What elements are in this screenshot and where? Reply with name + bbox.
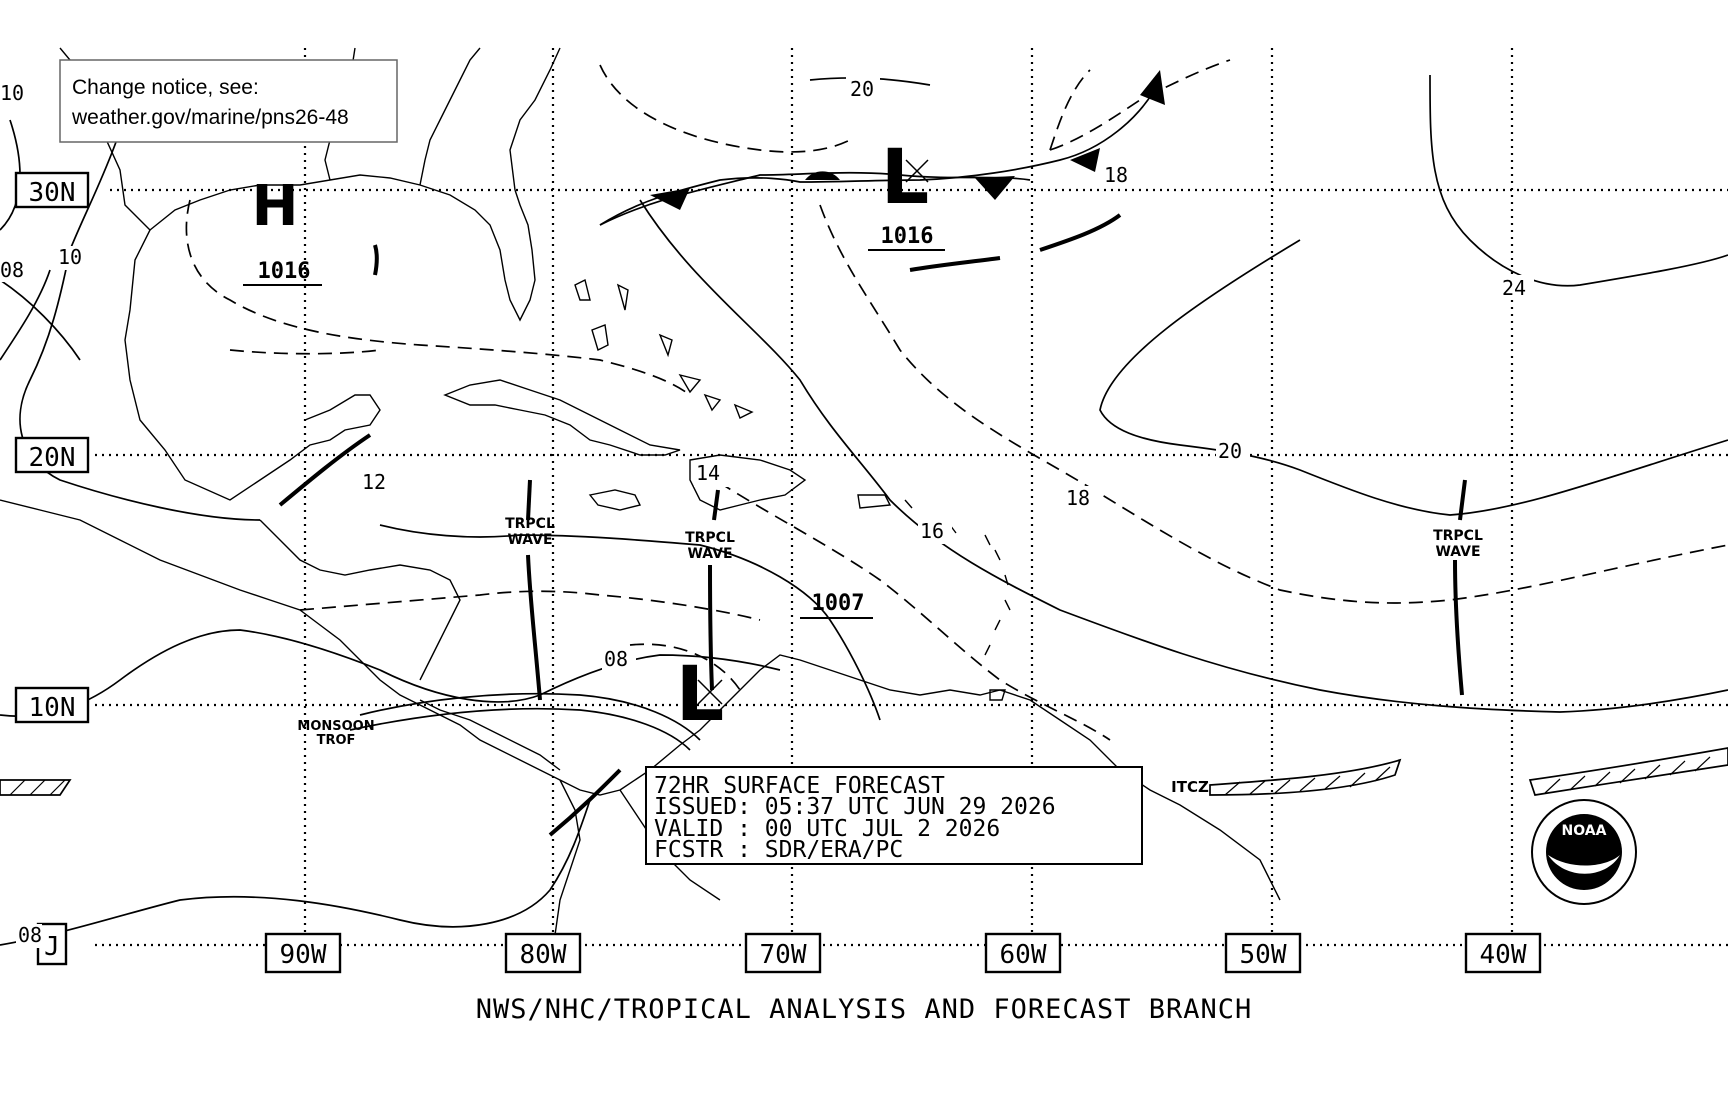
tropical-waves [278, 433, 1467, 837]
isobar-label: 18 [1066, 486, 1090, 510]
noaa-logo-text: NOAA [1562, 823, 1607, 839]
notice-line-1: Change notice, see: [72, 76, 259, 99]
corner-mark: J [44, 932, 60, 962]
isobar-label: 20 [1218, 439, 1242, 463]
forecast-info-box: 72HR SURFACE FORECAST ISSUED: 05:37 UTC … [645, 766, 1143, 865]
isobar-label: 18 [1104, 163, 1128, 187]
lat-label-30n: 30N [29, 178, 76, 208]
lat-label-10n: 10N [29, 693, 76, 723]
isobar-label: 24 [1502, 276, 1526, 300]
noaa-logo: NOAA [1531, 799, 1637, 905]
lon-label-40w: 40W [1480, 940, 1527, 970]
isobar-labels: 10 08 10 20 18 24 20 18 16 14 12 08 08 [0, 76, 1534, 948]
change-notice[interactable]: Change notice, see: weather.gov/marine/p… [59, 59, 398, 143]
wave-label-line1: TRPCL [1433, 528, 1483, 544]
low-pressure-symbol: L [676, 649, 724, 738]
monsoon-label-line2: TROF [317, 733, 356, 748]
lon-label-80w: 80W [520, 940, 567, 970]
isobar-label: 08 [604, 647, 628, 671]
wave-label-line1: TRPCL [685, 530, 735, 546]
lon-label-50w: 50W [1240, 940, 1287, 970]
graticule [95, 48, 1728, 947]
isobar-label: 10 [0, 81, 24, 105]
isobar-label: 10 [58, 245, 82, 269]
latitude-labels: 30N 20N 10N [14, 171, 90, 724]
low-pressure-value: 1016 [881, 224, 934, 249]
isobar-label: 08 [0, 258, 24, 282]
isobars [0, 59, 1728, 946]
isobar-label: 12 [362, 470, 386, 494]
forecast-forecaster: FCSTR : SDR/ERA/PC [654, 837, 903, 863]
low-pressure-value: 1007 [812, 591, 865, 616]
coastlines [0, 47, 1281, 936]
high-pressure-value: 1016 [258, 259, 311, 284]
pressure-centers: H 1016 L 1016 L 1007 [243, 132, 945, 738]
itcz-label: ITCZ [1171, 778, 1209, 796]
wave-label-line2: WAVE [507, 532, 552, 548]
forecast-issued: ISSUED: 05:37 UTC JUN 29 2026 [654, 794, 1056, 820]
isobar-label: 20 [850, 77, 874, 101]
monsoon-label-line1: MONSOON [297, 719, 374, 734]
lon-label-60w: 60W [1000, 940, 1047, 970]
feature-labels: TRPCL WAVE TRPCL WAVE TRPCL WAVE MONSOON… [297, 516, 1483, 796]
isobar-label: 16 [920, 519, 944, 543]
fronts [373, 70, 1165, 276]
forecast-title: 72HR SURFACE FORECAST [654, 773, 945, 799]
wave-label-line1: TRPCL [505, 516, 555, 532]
low-pressure-symbol: L [881, 132, 929, 221]
isobar-label: 14 [696, 461, 720, 485]
longitude-labels: 90W 80W 70W 60W 50W 40W J [36, 922, 1542, 974]
footer-credit: NWS/NHC/TROPICAL ANALYSIS AND FORECAST B… [476, 994, 1253, 1025]
wave-label-line2: WAVE [1435, 544, 1480, 560]
notice-line-2[interactable]: weather.gov/marine/pns26-48 [71, 106, 349, 129]
isobar-label: 08 [18, 923, 42, 947]
forecast-valid: VALID : 00 UTC JUL 2 2026 [654, 816, 1000, 842]
lat-label-20n: 20N [29, 443, 76, 473]
lon-label-70w: 70W [760, 940, 807, 970]
wave-label-line2: WAVE [687, 546, 732, 562]
monsoon-itcz [0, 692, 1728, 796]
high-pressure-symbol: H [252, 174, 299, 239]
lon-label-90w: 90W [280, 940, 327, 970]
